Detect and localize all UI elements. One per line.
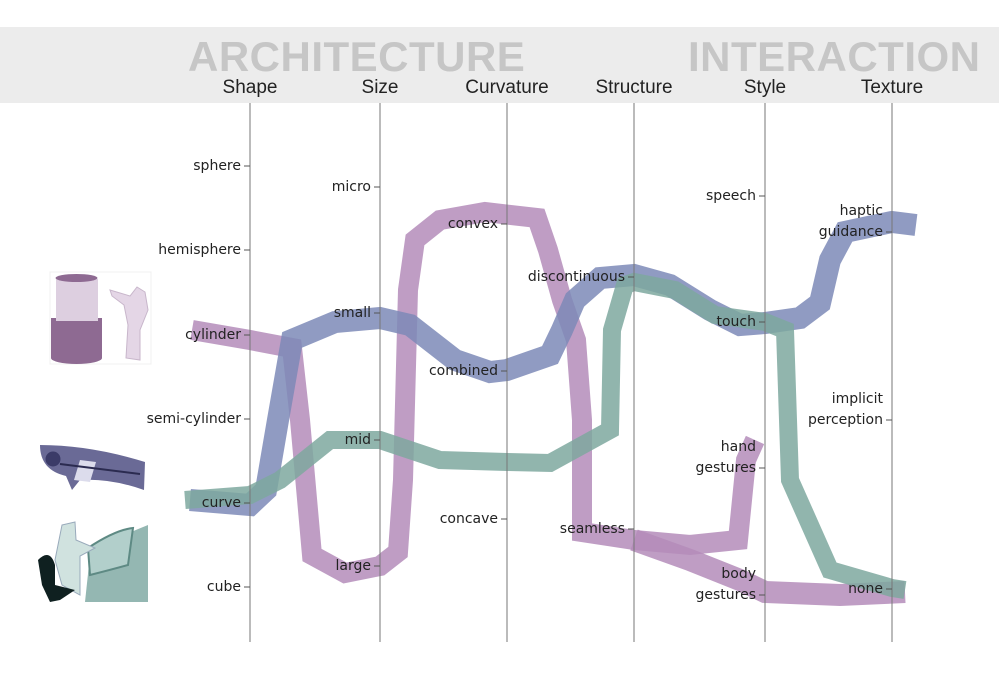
axis-title-curvature: Curvature bbox=[465, 77, 549, 98]
axis-value-label: combined bbox=[428, 363, 498, 379]
axis-value-label: none bbox=[848, 581, 883, 597]
curved-display-icon bbox=[40, 445, 145, 490]
desk-display-icon bbox=[38, 521, 148, 602]
axis-value-label: body gestures bbox=[695, 566, 756, 603]
axis-value-label: concave bbox=[439, 511, 498, 527]
axis-title-shape: Shape bbox=[222, 77, 278, 98]
axis-value-label: curve bbox=[201, 495, 241, 511]
axis-value-label: speech bbox=[706, 188, 756, 204]
axis-value-label: implicit perception bbox=[808, 391, 883, 428]
axis-value-label: hand gestures bbox=[695, 439, 756, 476]
axis-value-label: convex bbox=[447, 216, 498, 232]
axis-value-label: haptic guidance bbox=[818, 203, 883, 240]
axis-value-label: mid bbox=[344, 432, 371, 448]
axis-title-style: Style bbox=[743, 77, 787, 98]
axis-value-label: discontinuous bbox=[527, 269, 625, 285]
axis-title-size: Size bbox=[361, 77, 399, 98]
cylinder-display-icon bbox=[49, 271, 152, 365]
axis-value-label: micro bbox=[331, 179, 371, 195]
architecture-heading: ARCHITECTURE bbox=[188, 33, 526, 80]
axis-value-label: semi-cylinder bbox=[146, 411, 241, 427]
axis-title-structure: Structure bbox=[595, 77, 673, 98]
interaction-heading: INTERACTION bbox=[688, 33, 981, 80]
purple-band-body bbox=[630, 529, 906, 607]
axis-value-label: seamless bbox=[559, 521, 625, 537]
axis-title-texture: Texture bbox=[860, 77, 924, 98]
axis-value-label: cylinder bbox=[185, 327, 241, 343]
axis-value-label: sphere bbox=[193, 158, 241, 174]
axis-value-label: large bbox=[335, 558, 371, 574]
axis-value-label: cube bbox=[206, 579, 241, 595]
axis-value-label: touch bbox=[716, 314, 757, 330]
header-band bbox=[0, 27, 999, 103]
axis-value-label: small bbox=[333, 305, 371, 321]
blue-band bbox=[189, 210, 918, 517]
axis-value-label: hemisphere bbox=[158, 242, 241, 258]
teal-band bbox=[184, 272, 907, 599]
